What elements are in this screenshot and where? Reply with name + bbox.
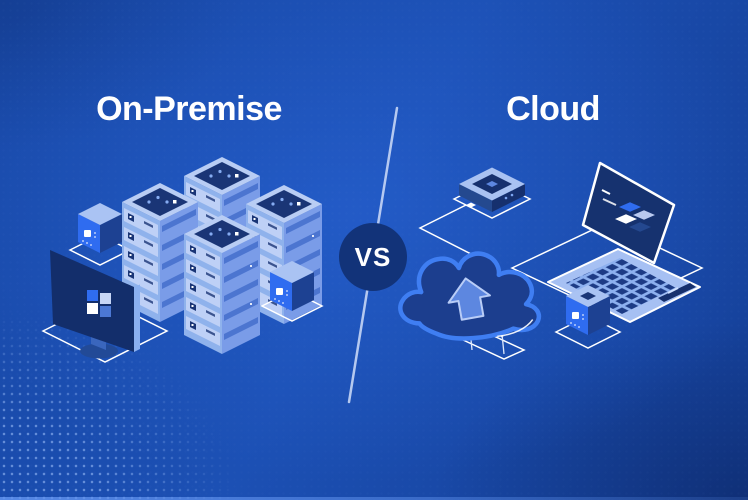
network-cube-icon — [68, 203, 132, 266]
on-premise-scene — [41, 157, 324, 363]
cloud-upload-icon — [398, 251, 542, 341]
right-section-title: Cloud — [506, 90, 600, 128]
mini-server-icon — [452, 167, 532, 219]
bottom-edge-highlight — [0, 497, 748, 500]
vs-badge-label: VS — [354, 241, 392, 272]
monitor-icon — [41, 250, 169, 363]
vs-badge: VS — [339, 223, 407, 291]
network-cube-icon — [260, 261, 324, 322]
network-cube-icon — [554, 285, 622, 349]
cloud-scene — [398, 161, 704, 360]
network-connector-line — [418, 204, 476, 257]
server-rack-cluster-icon — [122, 157, 322, 354]
laptop-icon — [547, 161, 701, 323]
left-section-title: On-Premise — [96, 90, 282, 128]
